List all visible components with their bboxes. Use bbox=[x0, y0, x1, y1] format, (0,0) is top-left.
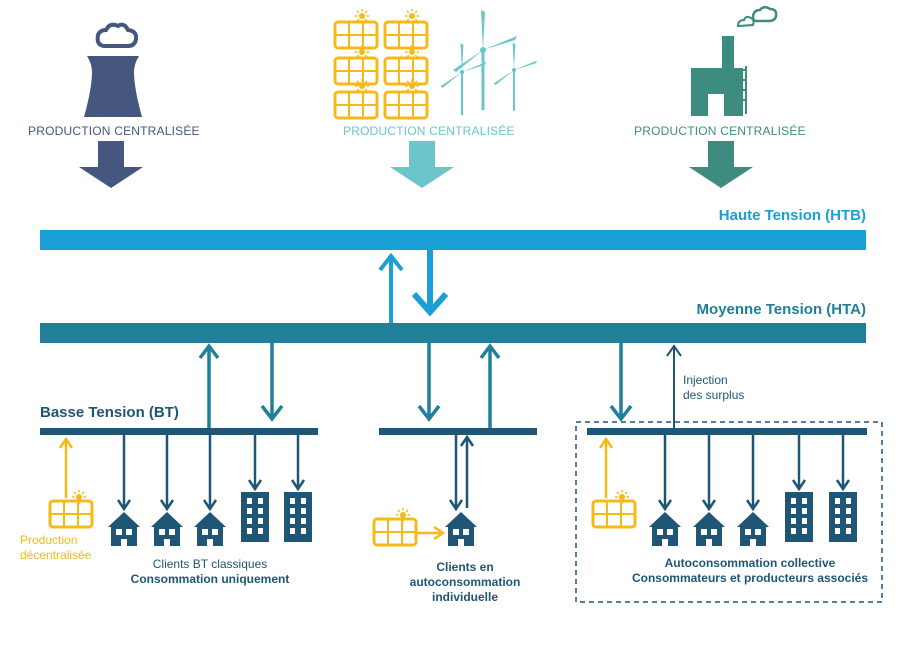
htb-busbar bbox=[40, 230, 866, 250]
production-label-renewable: PRODUCTION CENTRALISÉE bbox=[343, 124, 515, 138]
house-icon bbox=[108, 512, 140, 546]
decentral-label-line2: décentralisée bbox=[20, 548, 92, 562]
arrow-to-house bbox=[745, 435, 761, 512]
injection-label-line1: Injection bbox=[683, 373, 728, 387]
cooling-tower-icon bbox=[84, 22, 142, 117]
bt-to-hta-arrow-classic bbox=[198, 343, 220, 428]
building-icon bbox=[785, 492, 813, 542]
building-icon bbox=[284, 492, 312, 542]
decentral-injection-arrow-collective bbox=[598, 436, 614, 498]
htb-to-hta-arrow bbox=[411, 250, 449, 317]
house-icon bbox=[194, 512, 226, 546]
group-caption-individual-line1: Clients en bbox=[436, 560, 494, 574]
wind-turbine-icon bbox=[439, 8, 539, 117]
bt-busbar-collective bbox=[587, 428, 867, 435]
group-caption-classic-line1: Clients BT classiques bbox=[152, 557, 268, 571]
group-caption-classic: Clients BT classiques Consommation uniqu… bbox=[110, 557, 310, 587]
arrow-to-building bbox=[835, 435, 851, 492]
consumers bbox=[108, 492, 857, 546]
bt-label: Basse Tension (BT) bbox=[40, 404, 179, 421]
group-caption-classic-line2: Consommation uniquement bbox=[130, 572, 290, 586]
self-supply-arrow-individual bbox=[417, 525, 446, 541]
production-label-thermal: PRODUCTION CENTRALISÉE bbox=[634, 124, 806, 138]
bt-to-hta-arrow-individual bbox=[479, 343, 501, 428]
hta-label: Moyenne Tension (HTA) bbox=[696, 301, 866, 318]
production-arrow-renewable bbox=[390, 141, 454, 188]
group-caption-individual: Clients en autoconsommation individuelle bbox=[390, 560, 540, 605]
solar-panel-icon bbox=[372, 507, 418, 547]
hta-to-bt-arrow-collective bbox=[609, 343, 633, 422]
collective-group-frame bbox=[575, 421, 883, 603]
group-caption-collective-line2: Consommateurs et producteurs associés bbox=[631, 571, 869, 585]
production-arrow-nuclear bbox=[79, 141, 143, 188]
htb-label: Haute Tension (HTB) bbox=[718, 207, 866, 224]
solar-panel-icon bbox=[48, 489, 94, 529]
bt-busbar-classic bbox=[40, 428, 318, 435]
decentral-injection-arrow-classic bbox=[58, 436, 74, 498]
injection-arrow-collective bbox=[666, 344, 682, 428]
injection-label: Injection des surplus bbox=[683, 373, 744, 403]
group-caption-individual-line3: individuelle bbox=[431, 590, 498, 604]
arrow-to-building bbox=[791, 435, 807, 492]
bt-busbar-individual bbox=[379, 428, 537, 435]
consumer-arrows bbox=[116, 434, 851, 512]
hta-busbar bbox=[40, 323, 866, 343]
house-icon bbox=[445, 512, 477, 546]
hta-to-bt-arrow-classic bbox=[260, 343, 284, 422]
arrow-to-house bbox=[159, 435, 175, 512]
solar-panel-icon bbox=[333, 8, 429, 120]
arrow-to-house bbox=[202, 435, 218, 512]
house-icon bbox=[693, 512, 725, 546]
arrow-to-building bbox=[247, 435, 263, 492]
arrow-to-house bbox=[448, 434, 475, 512]
building-icon bbox=[241, 492, 269, 542]
group-caption-individual-line2: autoconsommation bbox=[409, 575, 521, 589]
house-icon bbox=[649, 512, 681, 546]
house-icon bbox=[737, 512, 769, 546]
decentral-label-line1: Production bbox=[20, 533, 78, 547]
arrow-to-house bbox=[657, 435, 673, 512]
solar-panel-icon bbox=[591, 489, 637, 529]
hta-to-bt-arrow-individual bbox=[417, 343, 441, 422]
arrow-to-building bbox=[290, 435, 306, 492]
house-icon bbox=[151, 512, 183, 546]
decentral-label: Production décentralisée bbox=[20, 533, 91, 563]
group-caption-collective: Autoconsommation collective Consommateur… bbox=[610, 556, 890, 586]
building-icon bbox=[829, 492, 857, 542]
factory-icon bbox=[691, 6, 778, 116]
arrow-to-house bbox=[116, 435, 132, 512]
arrow-to-house bbox=[701, 435, 717, 512]
hta-to-htb-arrow bbox=[378, 252, 404, 323]
group-caption-collective-line1: Autoconsommation collective bbox=[664, 556, 836, 570]
production-arrow-thermal bbox=[689, 141, 753, 188]
injection-label-line2: des surplus bbox=[683, 388, 745, 402]
production-label-nuclear: PRODUCTION CENTRALISÉE bbox=[28, 124, 200, 138]
